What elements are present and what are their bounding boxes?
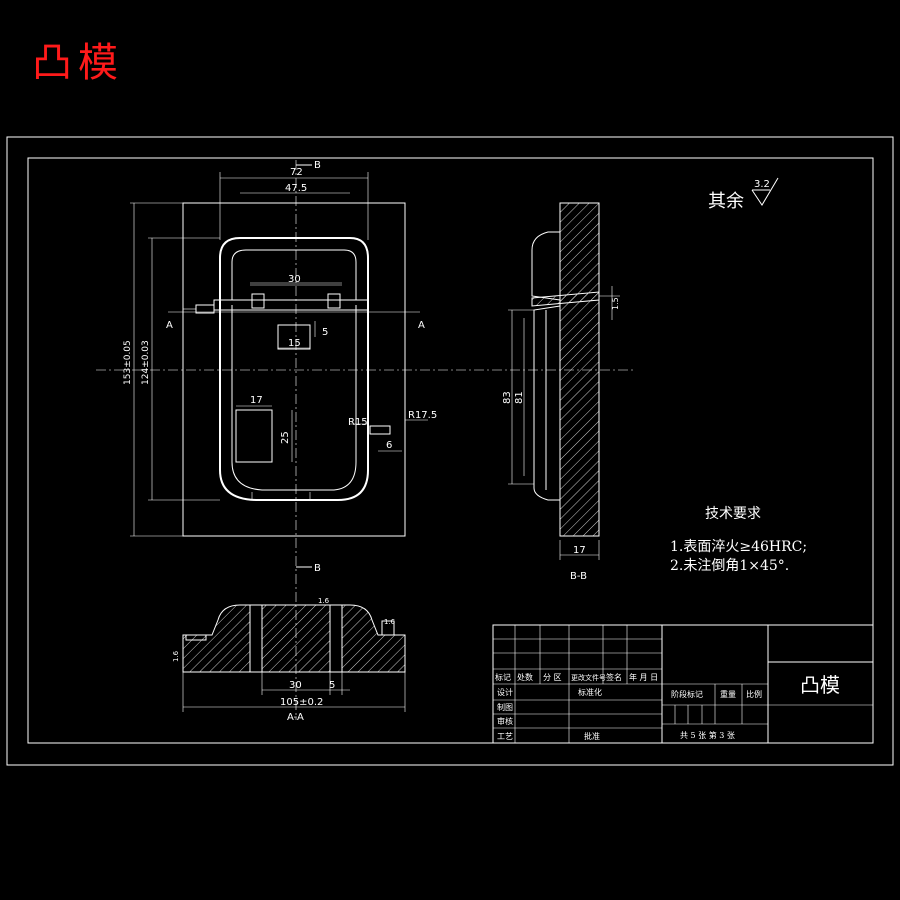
dim-pocket-width: 17 (250, 395, 263, 406)
tech-req-item-2: 2.未注倒角1×45°. (670, 558, 789, 574)
tb-sheet-info: 共 5 张 第 3 张 (680, 730, 735, 740)
dim-radius-large: R17.5 (408, 410, 437, 421)
cut-mark-a-right: A (418, 320, 425, 331)
tb-stage-label: 阶段标记 (671, 689, 703, 699)
tb-signature: 标准化 (578, 687, 602, 697)
roughness-aa-1: 1.6 (318, 597, 330, 605)
dim-aa-base-width: 105±0.2 (280, 697, 323, 708)
title-block: 标记 处数 分 区 更改文件号 签名 年 月 日 设计 制图 审核 工艺 标准化… (492, 624, 874, 744)
dim-aa-offset: 5 (329, 680, 335, 691)
dim-slot-depth: 5 (322, 327, 328, 338)
tb-header-4: 签名 (606, 672, 622, 682)
dim-slot-width: 30 (288, 274, 301, 285)
tb-header-0: 标记 (495, 672, 511, 682)
dim-edge-offset: 6 (386, 440, 392, 451)
tb-header-1: 处数 (517, 672, 533, 682)
dim-inner-height: 83 (502, 391, 513, 404)
tech-req-title: 技术要求 (705, 506, 761, 522)
tb-header-3: 更改文件号 (571, 673, 606, 682)
dim-thickness: 17 (573, 545, 586, 556)
section-mark-b-bottom: B (314, 563, 321, 574)
tech-requirements: 技术要求 1.表面淬火≥46HRC; 2.未注倒角1×45°. (670, 506, 807, 574)
dim-pocket-height: 25 (280, 431, 291, 444)
side-view: 17 83 81 1.5 B-B (502, 202, 620, 582)
tb-header-2: 分 区 (543, 673, 562, 682)
tb-weight-label: 重量 (720, 689, 736, 699)
roughness-aa-3: 1.6 (172, 650, 180, 662)
dim-lip: 1.5 (611, 297, 620, 310)
bottom-view: 30 5 105±0.2 1.6 1.6 1.6 A-A (172, 597, 406, 723)
tb-row-review: 审核 (497, 716, 513, 726)
tb-row-design: 设计 (497, 687, 513, 697)
dim-height-inner: 124±0.03 (141, 340, 151, 385)
inner-frame (27, 157, 874, 744)
dim-mid-height: 81 (514, 391, 525, 404)
drawing-heading: 凸模 (32, 40, 124, 86)
tb-row-process: 工艺 (497, 732, 513, 741)
tb-approve: 批准 (584, 731, 600, 741)
surface-note-label: 其余 (708, 191, 744, 212)
surface-note-value: 3.2 (754, 179, 770, 190)
surface-roughness-note: 其余 3.2 (708, 177, 779, 212)
tb-part-name: 凸模 (800, 673, 840, 697)
tb-scale-label: 比例 (746, 689, 762, 699)
dim-height-outer: 153±0.05 (123, 340, 133, 385)
roughness-aa-2: 1.6 (384, 618, 396, 626)
tech-req-item-1: 1.表面淬火≥46HRC; (670, 539, 807, 555)
bottom-view-label: A-A (287, 712, 304, 723)
dim-aa-slot-width: 30 (289, 680, 302, 691)
tb-row-draft: 制图 (497, 702, 513, 712)
dim-inner-width: 47.5 (285, 183, 307, 194)
side-view-label: B-B (570, 571, 587, 582)
top-view: 72 47.5 30 5 15 17 25 R15 R17.5 6 153±0.… (96, 160, 634, 720)
outer-frame (6, 136, 894, 766)
dim-top-width: 72 (290, 167, 303, 178)
tb-header-5: 年 月 日 (629, 672, 658, 682)
cut-mark-a-left: A (166, 320, 173, 331)
dim-pad-width: 15 (288, 338, 301, 349)
dim-radius-small: R15 (348, 417, 368, 428)
section-mark-b-top: B (314, 160, 321, 171)
